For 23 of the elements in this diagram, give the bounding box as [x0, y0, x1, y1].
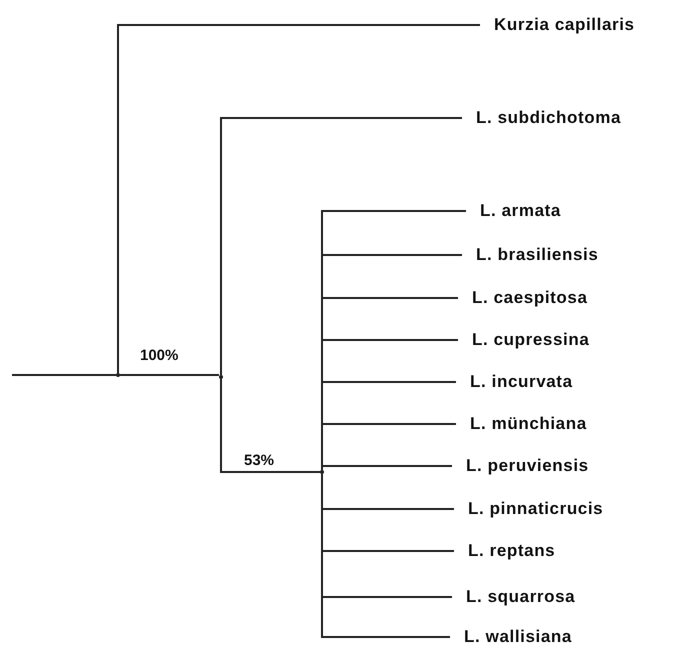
taxon-label: L. subdichotoma — [462, 107, 621, 129]
tree-branch — [12, 374, 116, 376]
branch-node — [320, 470, 324, 474]
tree-branch — [120, 374, 219, 376]
taxon-label: L. armata — [466, 200, 561, 222]
tree-branch — [321, 465, 452, 470]
taxon-label: L. peruviensis — [452, 455, 589, 477]
branch-node — [219, 375, 223, 379]
taxon-label: L. wallisiana — [450, 626, 572, 648]
taxon-label: L. pinnaticrucis — [454, 498, 604, 520]
tree-branch — [117, 24, 480, 373]
branch-node — [116, 373, 120, 377]
taxon-label: L. incurvata — [456, 371, 573, 393]
taxon-label: L. cupressina — [458, 329, 590, 351]
taxon-label: L. brasiliensis — [462, 244, 598, 266]
tree-branch — [220, 117, 462, 375]
taxon-label: L. reptans — [454, 540, 556, 562]
taxon-label: L. münchiana — [456, 413, 587, 435]
tree-branch — [220, 379, 320, 473]
taxon-label: Kurzia capillaris — [480, 14, 635, 36]
taxon-label: L. caespitosa — [458, 287, 588, 309]
tree-branch — [321, 474, 450, 638]
taxon-label: L. squarrosa — [452, 586, 576, 608]
